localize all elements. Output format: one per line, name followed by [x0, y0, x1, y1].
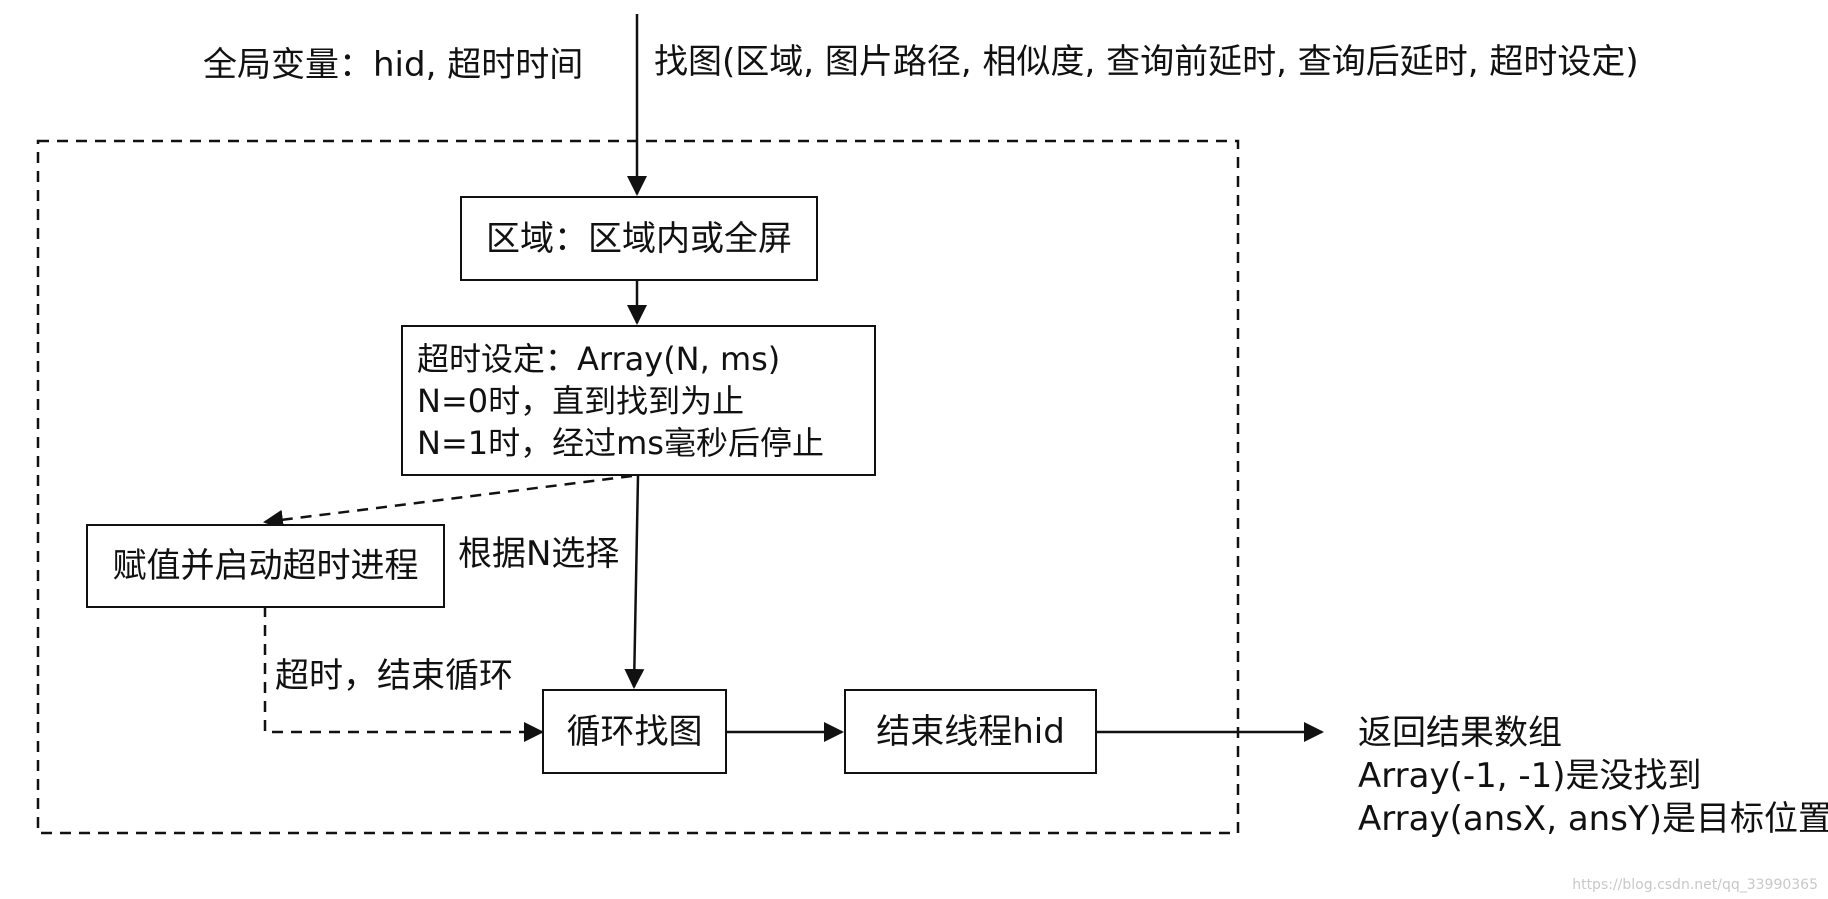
- result-line2: Array(-1, -1)是没找到: [1358, 756, 1702, 796]
- timeout-setting-line1: 超时设定：Array(N, ms): [417, 339, 781, 378]
- result-line1: 返回结果数组: [1358, 713, 1562, 753]
- result-line3: Array(ansX, ansY)是目标位置: [1358, 799, 1828, 839]
- region-node: 区域：区域内或全屏: [460, 196, 818, 281]
- end-thread-node: 结束线程hid: [844, 689, 1097, 774]
- timeout-setting-node: 超时设定：Array(N, ms) N=0时，直到找到为止 N=1时，经过ms毫…: [401, 325, 876, 476]
- start-timeout-node-text: 赋值并启动超时进程: [112, 546, 419, 586]
- function-signature-label: 找图(区域, 图片路径, 相似度, 查询前延时, 查询后延时, 超时设定): [654, 42, 1639, 82]
- timeout-end-loop-label: 超时，结束循环: [275, 656, 513, 696]
- arrow-timeout-to-loop: [263, 606, 544, 742]
- region-node-text: 区域：区域内或全屏: [486, 218, 792, 259]
- global-variables-label: 全局变量：hid, 超时时间: [203, 45, 584, 85]
- start-timeout-node: 赋值并启动超时进程: [86, 524, 445, 608]
- choose-by-n-label: 根据N选择: [458, 534, 620, 574]
- timeout-setting-line3: N=1时，经过ms毫秒后停止: [417, 423, 824, 462]
- loop-find-node: 循环找图: [542, 689, 727, 774]
- watermark-url: https://blog.csdn.net/qq_33990365: [1572, 877, 1818, 893]
- arrow-setting-to-loop: [624, 475, 645, 689]
- timeout-setting-line2: N=0时，直到找到为止: [417, 381, 745, 420]
- arrow-setting-to-start-timeout: [263, 474, 633, 530]
- end-thread-node-text: 结束线程hid: [876, 711, 1065, 752]
- result-description: 返回结果数组 Array(-1, -1)是没找到 Array(ansX, ans…: [1358, 712, 1828, 841]
- loop-find-node-text: 循环找图: [566, 711, 703, 752]
